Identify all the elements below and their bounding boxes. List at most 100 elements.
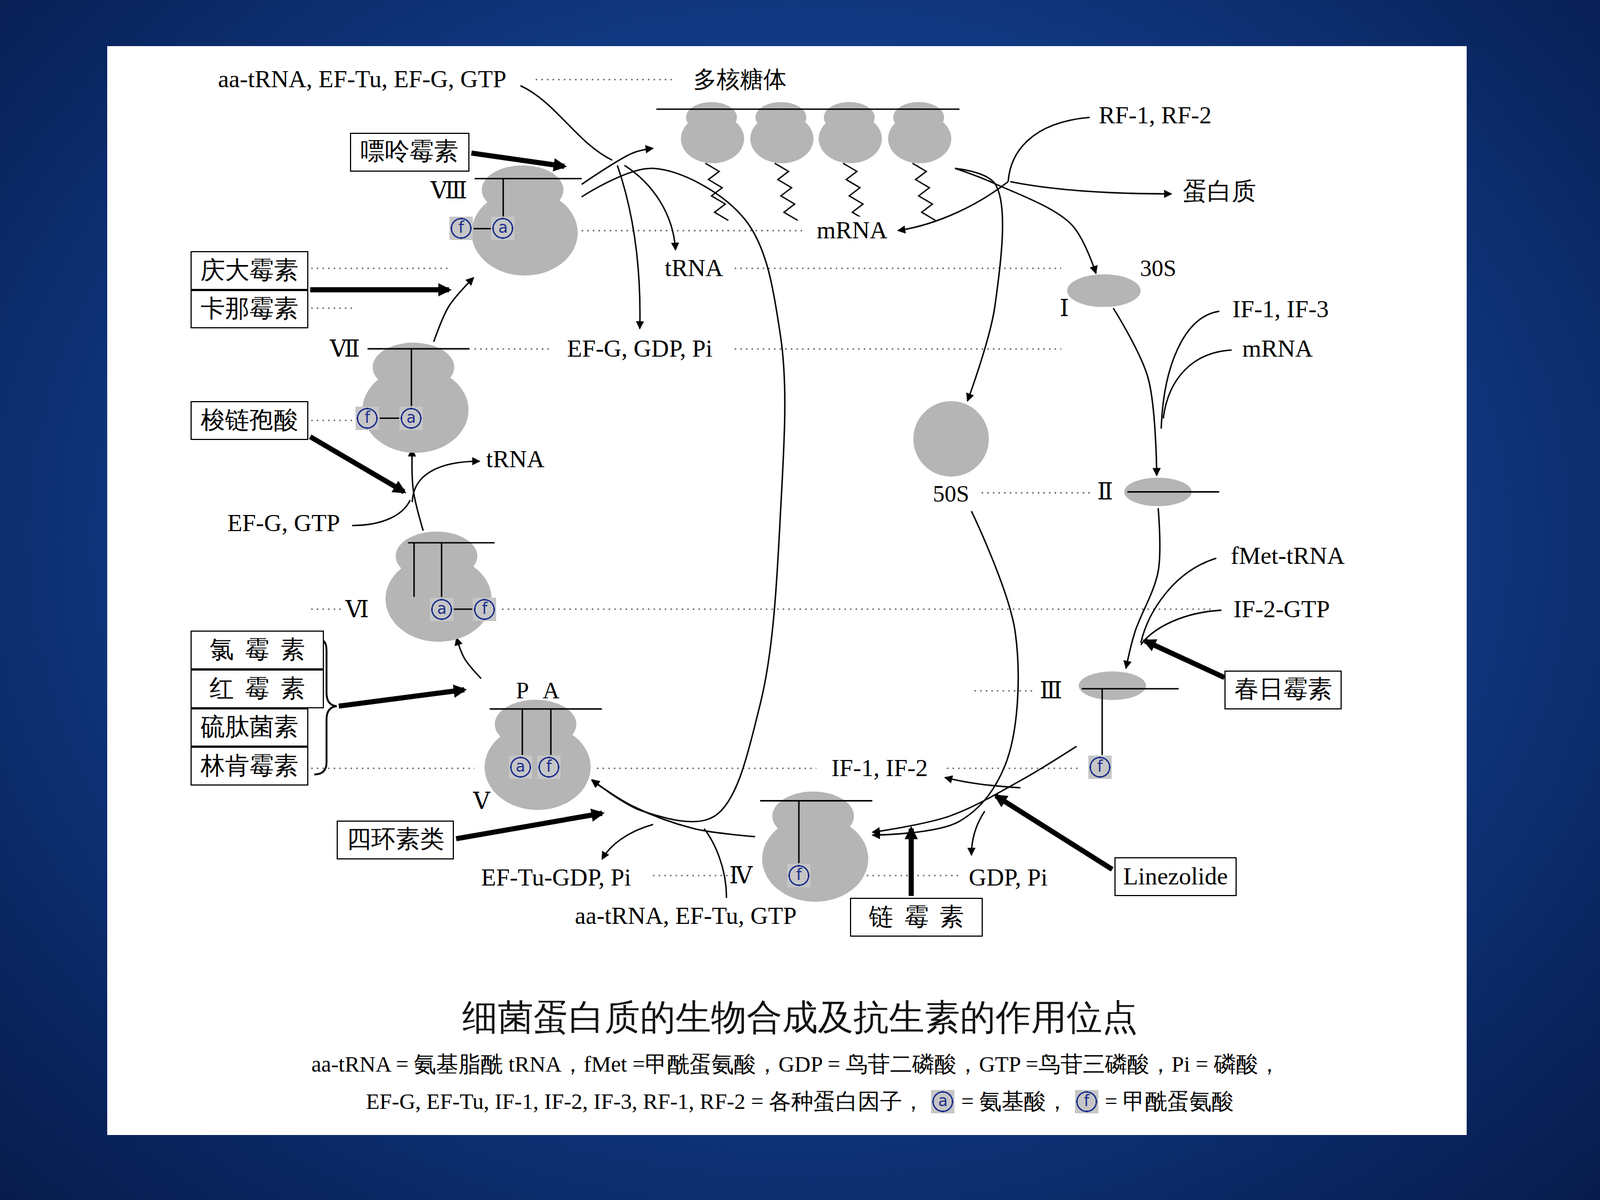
ribosome-state: ⅤPAaf: [479, 678, 592, 812]
factor-arrow: [602, 824, 654, 859]
factor-arrow: [1163, 350, 1232, 419]
factor-label: fMet-tRNA: [1228, 542, 1347, 571]
ribosome-state: Ⅲf: [1076, 668, 1149, 781]
dotted-guide: [535, 78, 674, 81]
footnote: a: [931, 1090, 955, 1114]
factor-label: aa-tRNA, EF-Tu, EF-G, GTP: [216, 65, 509, 94]
footnote: = 氨基酸，: [958, 1088, 1071, 1115]
dotted-guide: [502, 608, 1215, 610]
factor-arrow: [897, 181, 1008, 231]
factor-arrow: [1140, 558, 1217, 643]
pathway-arrow: [872, 511, 1018, 835]
antibiotic-name: 庆大霉素: [200, 257, 299, 284]
antibiotic-name: 四环素类: [346, 826, 445, 853]
antibiotic-box: 嘌呤霉素: [350, 132, 470, 172]
antibiotic-name: Linezolide: [1123, 863, 1228, 890]
state-label: Ⅱ: [1097, 478, 1114, 505]
residue-mark: f: [1088, 755, 1112, 779]
antibiotic-box: 春日霉素: [1224, 670, 1342, 710]
strand-line: [502, 178, 504, 217]
ribosome-drawing: [1076, 668, 1149, 781]
factor-label: aa-tRNA, EF-Tu, GTP: [572, 902, 799, 931]
dotted-guide: [311, 419, 352, 422]
ribosome-state: 50S: [913, 401, 990, 512]
subunit: [484, 724, 591, 810]
inhibition-arrow: [338, 690, 465, 707]
residue-mark: f: [355, 406, 379, 430]
ribosome-drawing: [464, 163, 582, 278]
dotted-guide: [974, 690, 1036, 692]
antibiotic-box: 硫肽菌素: [190, 708, 308, 748]
factor-label: mRNA: [814, 216, 890, 245]
factor-arrow: [703, 828, 727, 898]
inhibition-arrow: [471, 153, 565, 167]
factor-label: tRNA: [483, 445, 547, 474]
inhibition-arrow: [310, 153, 1225, 897]
pathway-arrow: [581, 148, 654, 185]
peptide-chain: [912, 163, 935, 221]
state-label: Ⅳ: [728, 862, 753, 889]
strand-line: [798, 801, 800, 864]
ribosome-state: 多核糖体: [653, 56, 965, 169]
subunit: [913, 401, 989, 477]
strand-line: [473, 227, 491, 230]
subunit: [680, 114, 744, 164]
illustration: [310, 79, 1232, 898]
pathway-arrow: [412, 448, 424, 531]
factor-arrow: [971, 811, 985, 855]
factor-label: tRNA: [662, 254, 725, 283]
factor-label: 蛋白质: [1180, 177, 1259, 207]
factor-arrow: [624, 165, 676, 250]
ribosome-drawing: [352, 341, 470, 449]
residue-mark: a: [399, 406, 423, 430]
antibiotic-box: 卡那霉素: [190, 290, 308, 329]
state-label: 多核糖体: [693, 66, 787, 93]
ribosome-drawing: [1066, 273, 1143, 308]
strand-line: [474, 177, 582, 180]
state-label: Ⅴ: [473, 788, 490, 814]
factor-arrow: [1010, 181, 1172, 194]
dotted-guide: [311, 608, 342, 610]
factor-label: mRNA: [1240, 335, 1315, 364]
subunit: [471, 190, 578, 276]
factor-arrow: [412, 461, 480, 502]
dotted-guide: [311, 767, 475, 770]
antibiotic-box: 林肯霉素: [190, 746, 308, 786]
footnote: aa-tRNA = 氨基脂酰 tRNA，fMet =甲酰蛋氨酸，GDP = 鸟苷…: [309, 1051, 1283, 1078]
ribosome-state: Ⅵaf: [372, 530, 500, 638]
ribosome-drawing: [372, 530, 500, 638]
antibiotic-box: 庆大霉素: [190, 251, 308, 290]
antibiotic-box: 四环素类: [336, 820, 454, 860]
subunit: [887, 114, 952, 164]
factor-label: EF-G, GTP: [225, 509, 343, 538]
ribosome-drawing: [755, 790, 873, 898]
residue-mark: f: [449, 216, 473, 240]
antibiotic-box: Linezolide: [1114, 857, 1237, 897]
state-label: Ⅶ: [330, 336, 360, 362]
strand-line: [550, 709, 553, 756]
state-label: Ⅷ: [430, 177, 468, 204]
strand-line: [379, 417, 399, 420]
factor-arrow: [1008, 117, 1090, 182]
state-label: P: [516, 677, 529, 704]
strand-line: [408, 542, 495, 544]
inhibition-arrow: [310, 287, 449, 293]
pathway-arrow: [955, 168, 1097, 274]
subunit: [1078, 671, 1146, 700]
dotted-guide: [734, 267, 1062, 270]
state-label: 30S: [1140, 255, 1177, 282]
pathway-arrow: [581, 168, 785, 822]
ribosome-state: Ⅳf: [755, 790, 873, 898]
strand-line: [413, 542, 415, 597]
pathway-arrow: [1113, 308, 1157, 476]
residue-mark: a: [430, 597, 454, 622]
ribosome-drawing: [1122, 475, 1194, 509]
antibiotic-name: 硫肽菌素: [200, 713, 299, 741]
state-label: Ⅰ: [1059, 295, 1069, 322]
factor-arrow: [1140, 610, 1222, 645]
factor-label: EF-G, GDP, Pi: [565, 335, 715, 364]
antibiotic-name: 嘌呤霉素: [360, 138, 459, 165]
antibiotic-box: 红霉素: [190, 669, 324, 709]
footnote-row: EF-G, EF-Tu, IF-1, IF-2, IF-3, RF-1, RF-…: [0, 1088, 1600, 1115]
